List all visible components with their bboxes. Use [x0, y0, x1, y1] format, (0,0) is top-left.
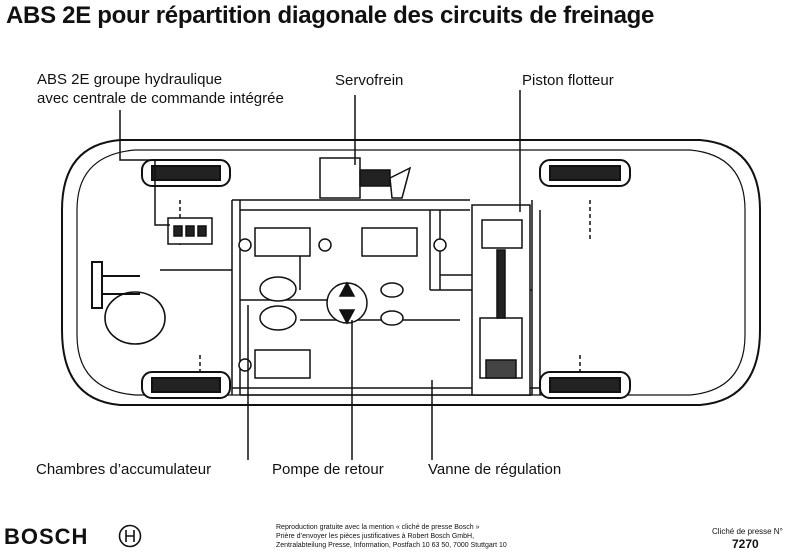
- hydraulic-unit-label-line2: avec centrale de commande intégrée: [37, 90, 284, 107]
- servo-unit: [319, 157, 412, 199]
- diagram-title: ABS 2E pour répartition diagonale des ci…: [6, 2, 655, 29]
- return-pump: [326, 281, 404, 326]
- wheel-rear-right: [539, 371, 631, 399]
- press-photo-label: Cliché de presse N°: [712, 527, 783, 536]
- accumulator-chambers-label: Chambres d’accumulateur: [36, 461, 212, 478]
- bosch-logo-text: BOSCH: [4, 524, 89, 549]
- return-pump-label: Pompe de retour: [272, 461, 384, 478]
- reproduction-notice: Reproduction gratuite avec la mention « …: [276, 523, 507, 550]
- wheel-front-right: [539, 159, 631, 187]
- hydraulic-unit-label-line1: ABS 2E groupe hydraulique: [37, 71, 223, 88]
- repro-line-2: Prière d’envoyer les pièces justificativ…: [276, 533, 475, 540]
- car-body-outline: [61, 139, 761, 406]
- wheel-front-left: [141, 159, 231, 187]
- floating-piston-label: Piston flotteur: [522, 72, 614, 89]
- servo-label: Servofrein: [335, 72, 404, 89]
- press-photo-number: 7270: [732, 537, 759, 551]
- floating-piston: [471, 204, 531, 396]
- accumulator-chambers: [259, 276, 297, 331]
- wheel-rear-left: [141, 371, 231, 399]
- repro-line-3: Zentralabteilung Presse, Information, Po…: [276, 542, 507, 549]
- leader-lines: [119, 90, 521, 460]
- hydraulic-control-unit: [167, 217, 213, 245]
- bosch-armature-icon: [118, 524, 142, 548]
- control-valve-label: Vanne de régulation: [428, 461, 562, 478]
- repro-line-1: Reproduction gratuite avec la mention « …: [276, 524, 480, 531]
- solenoid-valves: [238, 227, 447, 379]
- steering-wheel: [91, 261, 166, 345]
